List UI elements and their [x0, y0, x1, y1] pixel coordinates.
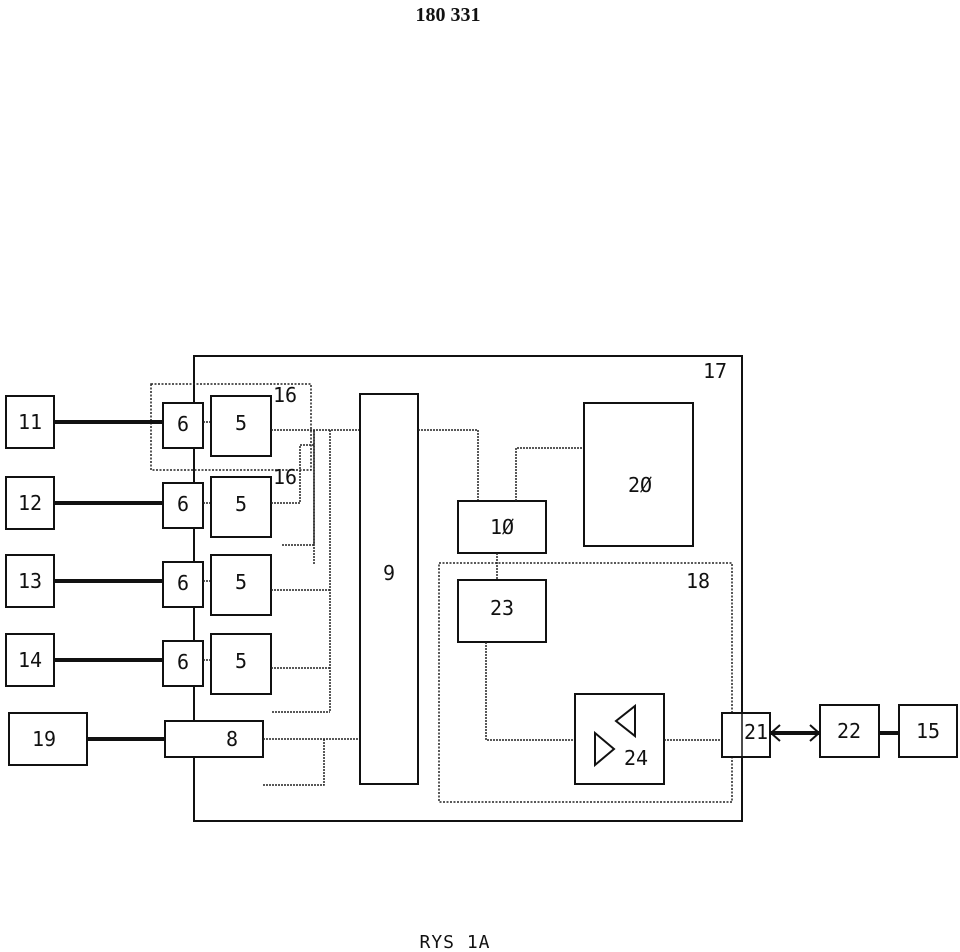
label-5-a: 5	[235, 411, 247, 435]
box-5-b	[210, 476, 272, 538]
label-6-d: 6	[177, 650, 189, 674]
bus-wiring	[263, 429, 360, 786]
label-13: 13	[18, 569, 42, 593]
label-6-b: 6	[177, 492, 189, 516]
dashed-group-16	[150, 383, 312, 471]
label-12: 12	[18, 491, 42, 515]
label-5-d: 5	[235, 649, 247, 673]
label-16-top: 16	[273, 383, 297, 407]
box-5-d	[210, 633, 272, 695]
label-24: 24	[624, 746, 648, 770]
label-9: 9	[383, 561, 395, 585]
box-20	[583, 402, 694, 547]
box-5-c	[210, 554, 272, 616]
label-22: 22	[837, 719, 861, 743]
label-6-a: 6	[177, 412, 189, 436]
label-5-c: 5	[235, 570, 247, 594]
triangle-left-icon	[614, 703, 636, 739]
box-14	[5, 633, 55, 687]
box-10	[457, 500, 547, 554]
box-6-a	[162, 402, 204, 449]
box-6-b	[162, 482, 204, 529]
box-22	[819, 704, 880, 758]
box-5-a	[210, 395, 272, 457]
label-10: 1Ø	[490, 515, 514, 539]
box-6-c	[162, 561, 204, 608]
figure-caption: RYS 1A	[419, 932, 490, 952]
label-11: 11	[18, 410, 42, 434]
label-6-c: 6	[177, 571, 189, 595]
label-20: 2Ø	[628, 473, 652, 497]
label-17: 17	[703, 359, 727, 383]
label-16-second: 16	[273, 465, 297, 489]
double-arrow-icon	[769, 724, 821, 742]
label-5-b: 5	[235, 492, 247, 516]
link-9-10	[418, 429, 479, 501]
box-23	[457, 579, 547, 643]
label-18: 18	[686, 569, 710, 593]
triangle-right-icon	[594, 730, 616, 768]
label-23: 23	[490, 596, 514, 620]
label-19: 19	[32, 727, 56, 751]
box-6-d	[162, 640, 204, 687]
label-15: 15	[916, 719, 940, 743]
box-13	[5, 554, 55, 608]
label-14: 14	[18, 648, 42, 672]
box-9	[359, 393, 419, 785]
box-8	[164, 720, 264, 758]
box-15	[898, 704, 958, 758]
box-24	[574, 693, 665, 785]
box-11	[5, 395, 55, 449]
link-10-20	[515, 447, 584, 501]
link-23-24	[485, 642, 575, 741]
label-8: 8	[226, 727, 238, 751]
label-21: 21	[744, 720, 768, 744]
page-number: 180 331	[416, 4, 481, 26]
